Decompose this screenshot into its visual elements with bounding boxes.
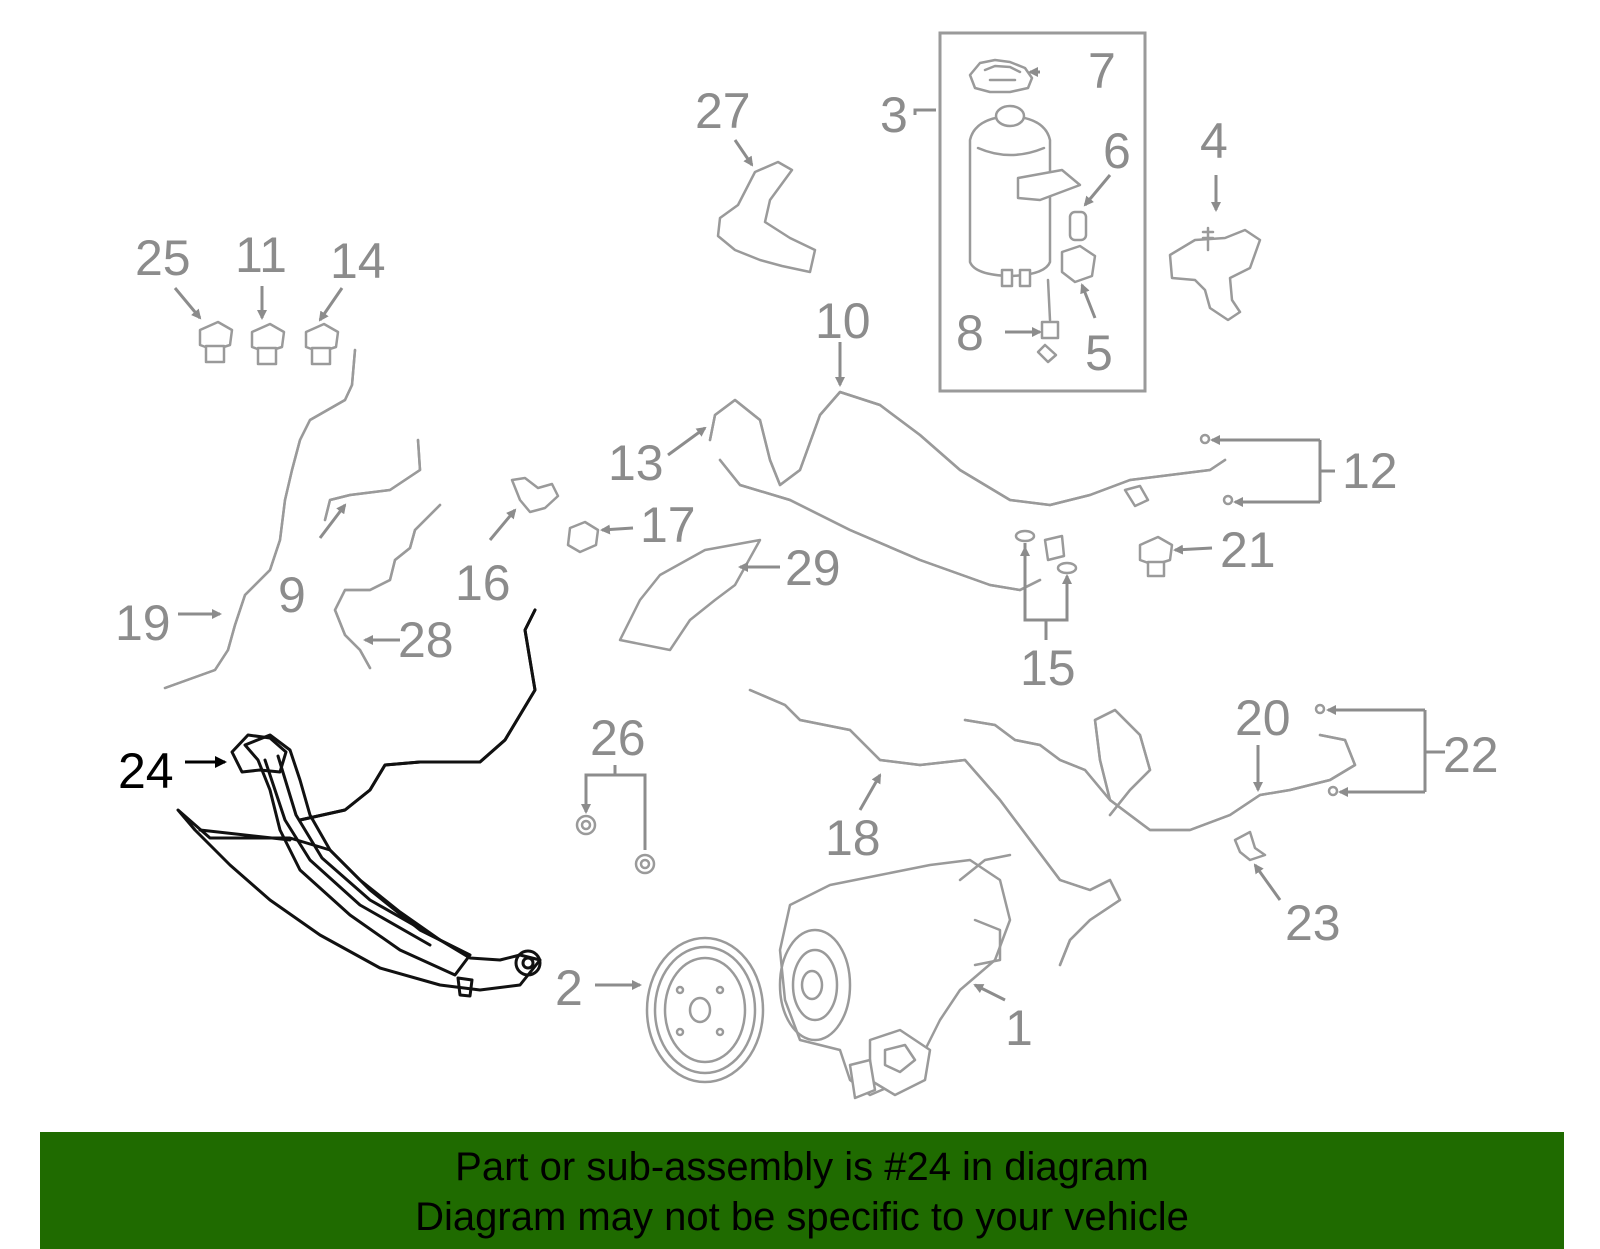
callout-28: 28 [398, 612, 454, 668]
callout-12: 12 [1342, 443, 1398, 499]
callout-27: 27 [695, 83, 751, 139]
washers-group [1014, 529, 1078, 575]
callout-19: 19 [115, 595, 171, 651]
callout-8: 8 [956, 305, 984, 361]
callout-2: 2 [555, 960, 583, 1016]
callout-10: 10 [815, 293, 871, 349]
reservoir-clamp-part [1060, 244, 1097, 284]
callout-20: 20 [1235, 690, 1291, 746]
callout-15: 15 [1020, 640, 1076, 696]
callout-5: 5 [1085, 325, 1113, 381]
power-steering-pump-part [778, 853, 1012, 1100]
banner-line-1: Part or sub-assembly is #24 in diagram [455, 1145, 1149, 1189]
reservoir-fitting-part [1068, 210, 1088, 242]
callout-26: 26 [590, 710, 646, 766]
callout-6: 6 [1103, 123, 1131, 179]
callout-13: 13 [608, 435, 664, 491]
level-sensor-part [1036, 278, 1060, 364]
line-clip-part [1233, 830, 1267, 862]
splash-shield-part [618, 538, 762, 652]
callout-18: 18 [825, 810, 881, 866]
reservoir-assembly-group [938, 31, 1147, 393]
callout-22: 22 [1443, 727, 1499, 783]
callout-14: 14 [330, 233, 386, 289]
callout-21: 21 [1220, 522, 1276, 578]
bolts-group [198, 320, 340, 366]
heat-shield-part [716, 160, 817, 274]
pulley-part [645, 936, 765, 1084]
leader-lines [173, 67, 1445, 1002]
banner-line-2: Diagram may not be specific to your vehi… [415, 1195, 1189, 1239]
callout-11: 11 [235, 227, 287, 283]
callout-16: 16 [455, 555, 511, 611]
callout-9: 9 [278, 567, 306, 623]
callout-25: 25 [135, 230, 191, 286]
pressure-lines-group [708, 390, 1234, 592]
cooler-lines-group [963, 703, 1357, 862]
callout-labels: 1 2 3 4 5 6 7 8 9 10 11 12 13 14 15 16 1… [115, 43, 1499, 1056]
callout-24: 24 [118, 743, 174, 799]
banjo-bolt-part [1138, 535, 1174, 567]
callout-29: 29 [785, 540, 841, 596]
callout-3: 3 [880, 87, 908, 143]
line-bracket-part [510, 476, 560, 514]
highlighted-hose-assembly-24[interactable] [176, 608, 542, 998]
callout-23: 23 [1285, 895, 1341, 951]
callout-4: 4 [1200, 113, 1228, 169]
nuts-group [575, 814, 656, 875]
callout-7: 7 [1088, 43, 1116, 99]
bracket-part [1168, 228, 1262, 322]
clip-part [566, 520, 600, 554]
notice-banner: Part or sub-assembly is #24 in diagram D… [40, 1132, 1564, 1249]
reservoir-body-part [968, 114, 1052, 278]
callout-17: 17 [640, 497, 696, 553]
callout-1: 1 [1005, 1000, 1033, 1056]
reservoir-cap-part [968, 58, 1034, 94]
